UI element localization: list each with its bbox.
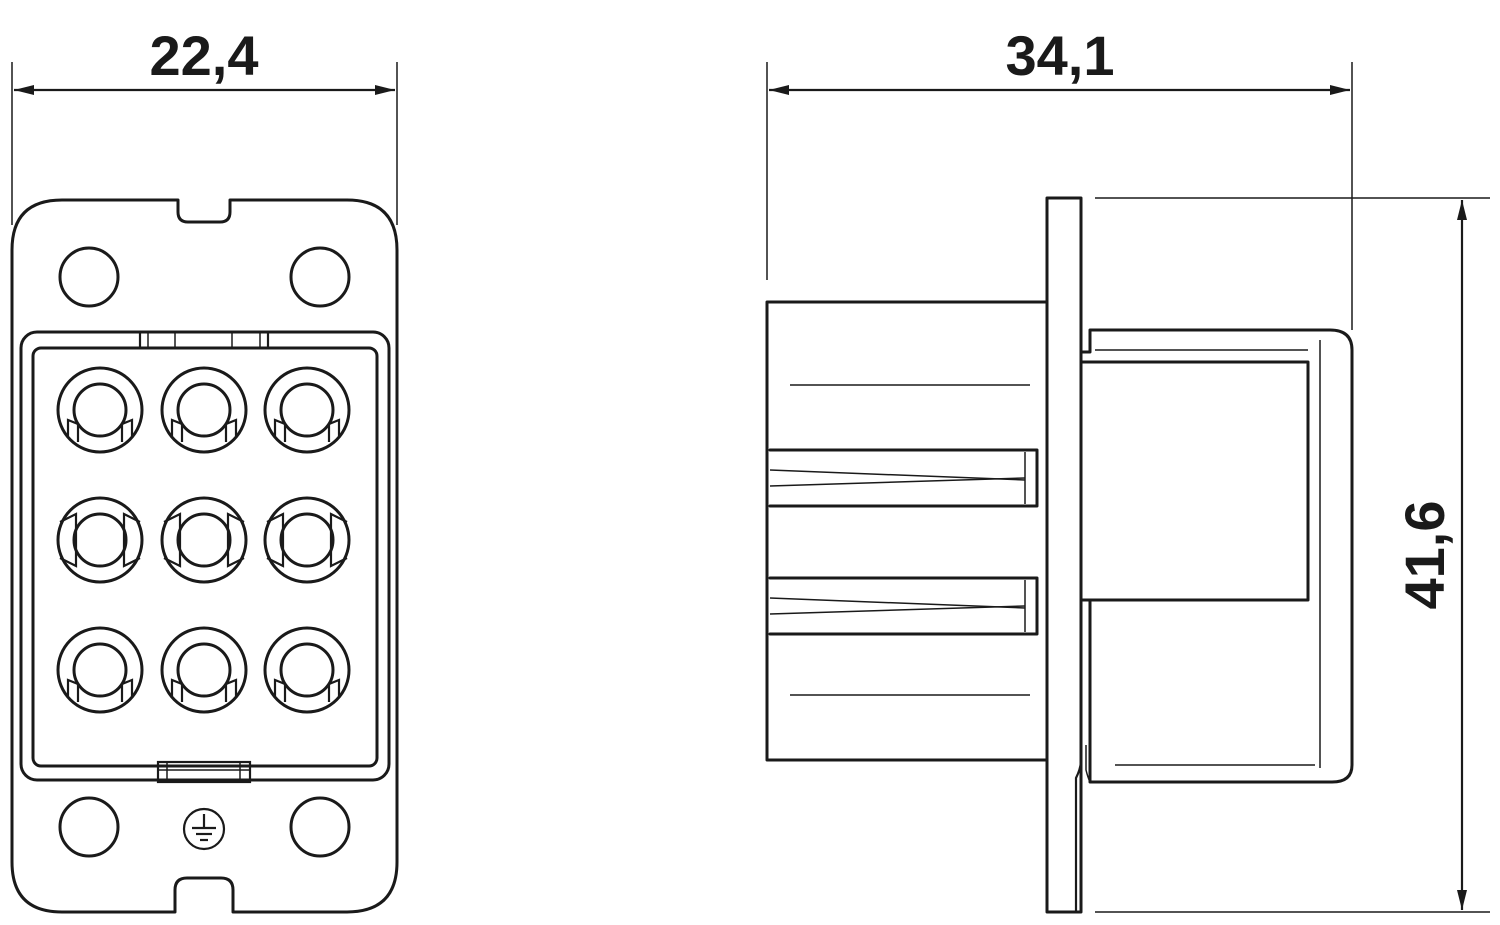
depth-dimension: 34,1	[766, 24, 1353, 330]
contact-carrier-body	[765, 300, 1049, 762]
contact-cavity	[160, 626, 248, 714]
mounting-hole-bottom-right	[289, 796, 351, 858]
height-dimension: 41,6	[1095, 197, 1490, 913]
mounting-hole-bottom-left	[58, 796, 120, 858]
mounting-hole-top-left	[58, 246, 120, 308]
upper-groove	[768, 448, 1039, 508]
contact-cavity	[160, 366, 248, 454]
width-dimension-label: 22,4	[150, 24, 259, 87]
contact-cavity	[56, 626, 144, 714]
side-view: 34,1 41,6	[765, 24, 1490, 914]
contact-cavity	[56, 496, 144, 584]
contact-grid	[56, 366, 351, 714]
contact-cavity	[160, 496, 248, 584]
bottom-latch	[156, 760, 252, 784]
contact-cavity	[263, 366, 351, 454]
contact-cavity	[263, 496, 351, 584]
front-view: 22,4	[10, 24, 399, 914]
mounting-hole-top-right	[289, 246, 351, 308]
mounting-flange	[1045, 196, 1083, 914]
contact-cavity	[56, 366, 144, 454]
depth-dimension-label: 34,1	[1006, 24, 1115, 87]
locking-shell	[1079, 328, 1354, 784]
housing-outline	[10, 198, 399, 914]
contact-cavity	[263, 626, 351, 714]
protective-earth-icon	[182, 807, 226, 851]
height-dimension-label: 41,6	[1393, 501, 1456, 610]
width-dimension: 22,4	[11, 24, 398, 225]
lower-groove	[768, 576, 1039, 636]
top-latch	[138, 330, 270, 350]
